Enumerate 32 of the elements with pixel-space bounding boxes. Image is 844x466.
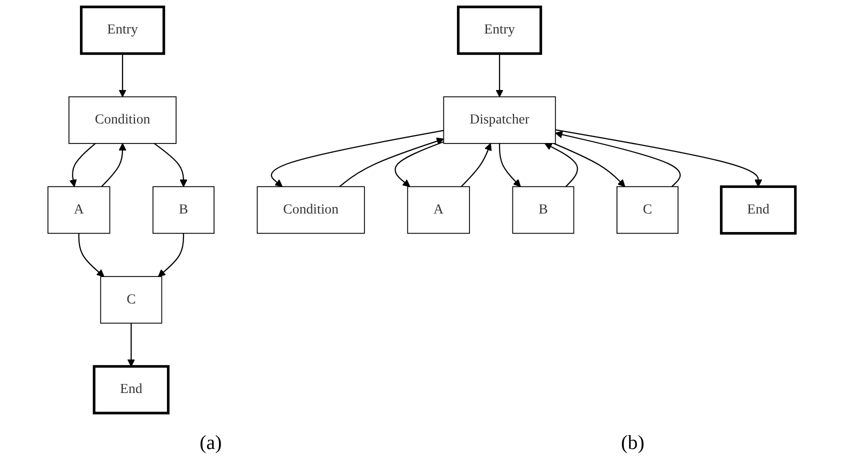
node-box: B: [152, 186, 215, 234]
node-box: End: [720, 185, 797, 235]
arrow: [544, 143, 578, 188]
arrow: [271, 130, 444, 187]
arrow: [394, 141, 444, 187]
arrow: [158, 233, 184, 277]
arrow: [78, 233, 105, 277]
arrow: [556, 129, 762, 187]
node-box: Entry: [457, 6, 542, 55]
node-box: A: [48, 186, 111, 234]
node-box: C: [100, 276, 162, 324]
node-box: Dispatcher: [444, 96, 556, 144]
arrow: [554, 142, 626, 187]
node-box: End: [93, 365, 170, 414]
node-box: Condition: [68, 96, 177, 144]
arrow: [555, 130, 681, 188]
node-box: Condition: [257, 186, 366, 234]
arrow: [119, 54, 127, 98]
subfigure-caption: (a): [200, 432, 222, 454]
arrow: [128, 323, 136, 367]
subfigure-caption: (b): [621, 432, 644, 454]
node-box: Entry: [80, 6, 166, 55]
arrow: [154, 143, 188, 187]
arrow: [340, 138, 444, 188]
arrow: [101, 143, 127, 188]
node-box: B: [512, 186, 575, 234]
arrow: [461, 143, 492, 188]
node-box: C: [616, 186, 679, 234]
node-box: A: [408, 186, 470, 234]
arrow: [499, 143, 522, 187]
arrow: [70, 143, 96, 187]
arrow: [496, 54, 504, 98]
